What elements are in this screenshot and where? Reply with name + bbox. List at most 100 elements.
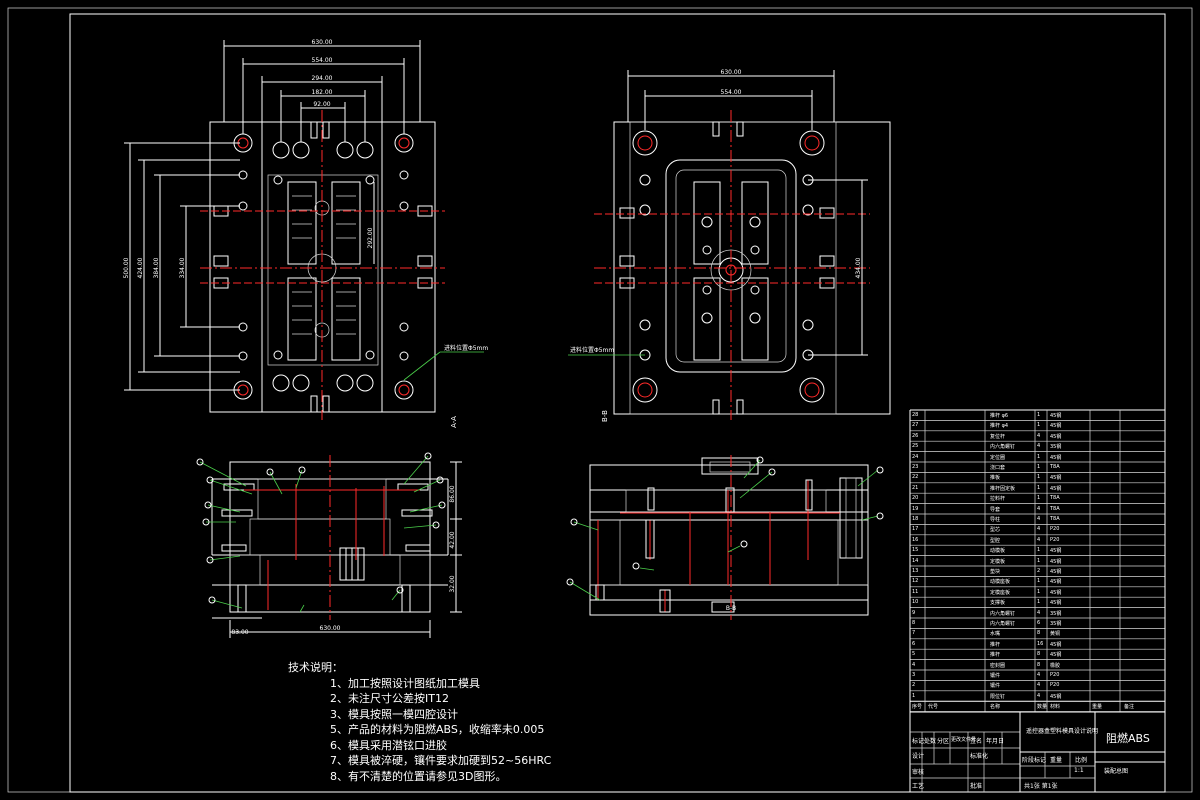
role-standard: 标准化 <box>970 753 989 760</box>
bom-cell-qty: 4 <box>1037 526 1041 533</box>
bom-cell-qty: 4 <box>1037 505 1041 512</box>
sign-label-1: 处数 <box>924 738 937 745</box>
bom-cell-qty: 8 <box>1037 630 1041 637</box>
bom-cell-name: 拉料杆 <box>990 496 1006 503</box>
cavity-3 <box>287 277 317 361</box>
ratio-label: 1:1 <box>1074 767 1084 774</box>
bom-cell-name: 垫块 <box>990 569 1001 575</box>
bom-cell-qty: 4 <box>1037 443 1041 450</box>
bom-cell-qty: 1 <box>1037 599 1041 606</box>
bom-cell-name: 定模板 <box>990 558 1006 565</box>
bom-cell-qty: 1 <box>1037 484 1041 491</box>
dim-section-1: 86.00 <box>449 485 456 502</box>
dim-top-5: 92.00 <box>313 101 330 108</box>
bom-cell-n: 21 <box>912 484 919 491</box>
inner-border <box>69 13 1166 793</box>
bom-cell-n: 8 <box>912 620 916 626</box>
bom-cell-name: 动模板 <box>990 548 1006 555</box>
dim-left-3: 384.00 <box>153 257 160 278</box>
note-7: 8、有不清楚的位置请参见3D图形。 <box>330 769 507 783</box>
bom-cell-qty: 6 <box>1037 620 1041 626</box>
bom-cell-name: 内六角螺钉 <box>990 444 1016 451</box>
bom-cell-name: 内六角螺钉 <box>990 621 1016 627</box>
bom-cell-mat: 45钢 <box>1050 485 1062 492</box>
bom-cell-qty: 2 <box>1037 568 1041 574</box>
role-approve: 批准 <box>970 783 983 790</box>
bom-cell-name: 推杆 <box>990 652 1001 659</box>
bom-cell-mat: 35钢 <box>1050 444 1062 451</box>
bom-cell-mat: 橡胶 <box>1050 662 1061 669</box>
bom-header-cell: 代号 <box>928 704 939 711</box>
role-process: 工艺 <box>912 783 925 790</box>
bom-cell-qty: 1 <box>1037 474 1041 481</box>
dim-top-4: 182.00 <box>312 89 333 96</box>
bom-cell-mat: 45钢 <box>1050 579 1062 586</box>
bom-cell-n: 1 <box>912 692 916 699</box>
bom-cell-n: 5 <box>912 651 916 658</box>
bom-cell-mat: 45钢 <box>1050 475 1062 482</box>
bom-cell-qty: 1 <box>1037 464 1041 470</box>
weight-label: 重量 <box>1050 757 1063 764</box>
assembly-label: 装配总图 <box>1104 768 1129 775</box>
bom-cell-name: 推板 <box>990 475 1001 482</box>
section-b-label: B-B <box>726 605 736 612</box>
bom-cell-qty: 8 <box>1037 651 1041 658</box>
bom-cell-qty: 1 <box>1037 453 1041 460</box>
note-5: 6、模具采用潜铉口进胶 <box>330 738 447 752</box>
bom-cell-mat: 45钢 <box>1050 589 1062 596</box>
sign-label-3: 更改文件号 <box>951 737 977 743</box>
bom-header-cell: 序号 <box>912 704 923 711</box>
material-title: 阻燃ABS <box>1106 732 1150 745</box>
dim-top-2: 554.00 <box>312 57 333 64</box>
bom-cell-name: 动模座板 <box>990 579 1011 586</box>
bom-cell-name: 支撑板 <box>990 600 1006 607</box>
design-title: 遥控器盒塑料模具设计说明 <box>1026 728 1099 735</box>
bom-cell-qty: 4 <box>1037 536 1041 543</box>
cavity-4 <box>331 277 361 361</box>
bom-cell-n: 18 <box>912 516 919 522</box>
outer-frame <box>7 7 1193 793</box>
section-view-left: 86.00 42.00 32.00 83.00 630.00 <box>196 452 462 638</box>
dim-top-3: 294.00 <box>312 75 333 82</box>
bom-cell-n: 22 <box>912 474 919 481</box>
bom-cell-name: 浇口套 <box>990 465 1006 471</box>
dim-section-2: 42.00 <box>449 531 456 548</box>
note-1: 1、加工按照设计图纸加工模具 <box>330 676 480 690</box>
bom-cell-mat: 45钢 <box>1050 548 1062 555</box>
bom-cell-n: 9 <box>912 609 916 616</box>
bom-cell-name: 水嘴 <box>990 631 1001 638</box>
bom-cell-name: 定模座板 <box>990 589 1011 596</box>
dim-right: 292.00 <box>367 227 374 248</box>
bom-cell-n: 28 <box>912 412 919 418</box>
role-review: 审核 <box>912 769 925 776</box>
bom-cell-n: 25 <box>912 443 919 450</box>
bom-cell-qty: 1 <box>1037 412 1041 418</box>
note-2: 2、未注尺寸公差按IT12 <box>330 692 449 705</box>
bom-header-cell: 材料 <box>1050 704 1061 711</box>
bom-cell-n: 27 <box>912 422 919 429</box>
bom-cell-qty: 16 <box>1037 640 1044 647</box>
bom-cell-mat: T8A <box>1050 516 1060 522</box>
bom-cell-name: 导柱 <box>990 517 1001 523</box>
bom-cell-n: 14 <box>912 557 919 564</box>
bom-cell-name: 导套 <box>990 506 1001 513</box>
note-4: 5、产品的材料为阻燃ABS，收缩率未0.005 <box>330 723 545 736</box>
bom-cell-qty: 4 <box>1037 609 1041 616</box>
bom-cell-mat: 45钢 <box>1050 558 1062 565</box>
bom-cell-mat: 45钢 <box>1050 652 1062 659</box>
bom-cell-mat: T8A <box>1050 464 1060 470</box>
dim-section-5: 630.00 <box>320 625 341 632</box>
bom-cell-n: 19 <box>912 505 919 512</box>
sign-label-0: 标记 <box>912 738 925 745</box>
bom-cell-n: 2 <box>912 682 916 689</box>
top-view-left: 630.00 554.00 294.00 182.00 92.00 500.00… <box>123 39 488 428</box>
bom-cell-name: 定位圈 <box>990 454 1006 461</box>
bom-cell-name: 内六角螺钉 <box>990 610 1016 617</box>
dim-left-2: 424.00 <box>137 257 144 278</box>
cavity-2 <box>331 181 361 265</box>
bom-cell-mat: 35钢 <box>1050 621 1062 627</box>
bom-cell-n: 13 <box>912 568 919 574</box>
bom-cell-n: 20 <box>912 495 919 502</box>
note-6: 7、模具被淬硬，镶件要求加硬到52~56HRC <box>330 754 552 767</box>
